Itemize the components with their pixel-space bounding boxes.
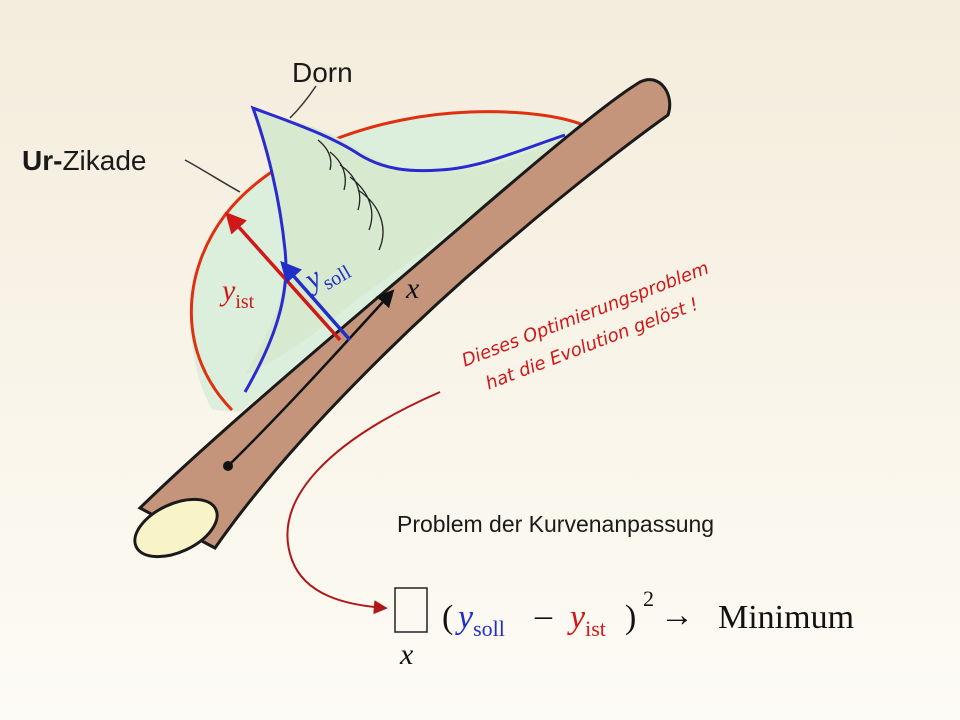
branch <box>137 78 672 550</box>
x-axis-line <box>227 289 395 467</box>
formula-result: Minimum <box>718 599 854 636</box>
cicada-label-name: Zikade <box>62 145 146 176</box>
x-axis-label: x <box>405 272 420 305</box>
thorn-label: Dorn <box>292 57 353 88</box>
y-ist-label: yist <box>219 274 255 313</box>
y-soll-arrow <box>280 260 352 342</box>
x-axis-origin-dot <box>223 461 233 471</box>
branch-cut-face <box>133 497 219 559</box>
sum-symbol-box <box>394 587 428 633</box>
formula-open-paren: ( <box>442 599 453 636</box>
formula-arrow: → <box>660 597 694 634</box>
thorn-leader-line <box>289 85 317 119</box>
evolution-note: Dieses Optimierungsproblem hat die Evolu… <box>459 258 712 395</box>
thorn-shape <box>245 108 565 375</box>
thorn-texture-arcs <box>317 139 384 251</box>
cicada-leader-line <box>184 159 241 193</box>
formula-minus: – <box>534 597 553 634</box>
formula-exponent: 2 <box>643 586 654 611</box>
formula-y-ist: yist <box>567 599 606 641</box>
formula: x ( ysoll – yist ) 2 → Minimum <box>394 586 854 671</box>
formula-y-soll: ysoll <box>455 599 505 641</box>
formula-close-paren: ) <box>625 599 636 636</box>
cicada-label-prefix: Ur- <box>22 145 62 176</box>
sum-index: x <box>399 638 414 671</box>
problem-title: Problem der Kurvenanpassung <box>397 511 714 537</box>
cicada-label: Ur-Zikade <box>22 145 147 176</box>
pointer-arrow <box>286 391 441 615</box>
